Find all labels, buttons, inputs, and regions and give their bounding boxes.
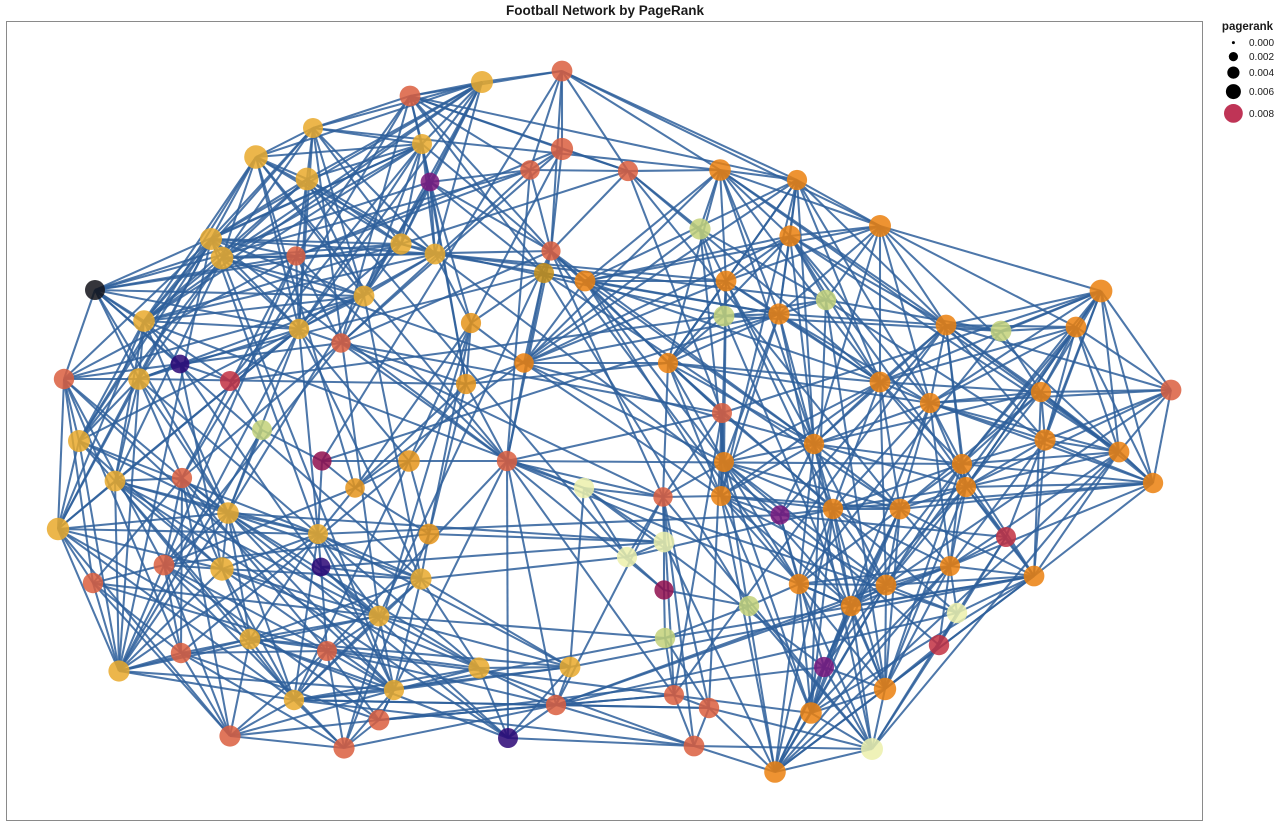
svg-text:0.002: 0.002 <box>1249 52 1274 63</box>
svg-text:0.008: 0.008 <box>1249 109 1274 120</box>
svg-text:0.000: 0.000 <box>1249 38 1274 49</box>
svg-text:0.004: 0.004 <box>1249 68 1274 79</box>
svg-text:pagerank: pagerank <box>1222 21 1274 33</box>
svg-text:0.006: 0.006 <box>1249 87 1274 98</box>
svg-text:Football Network by PageRank: Football Network by PageRank <box>506 3 705 18</box>
